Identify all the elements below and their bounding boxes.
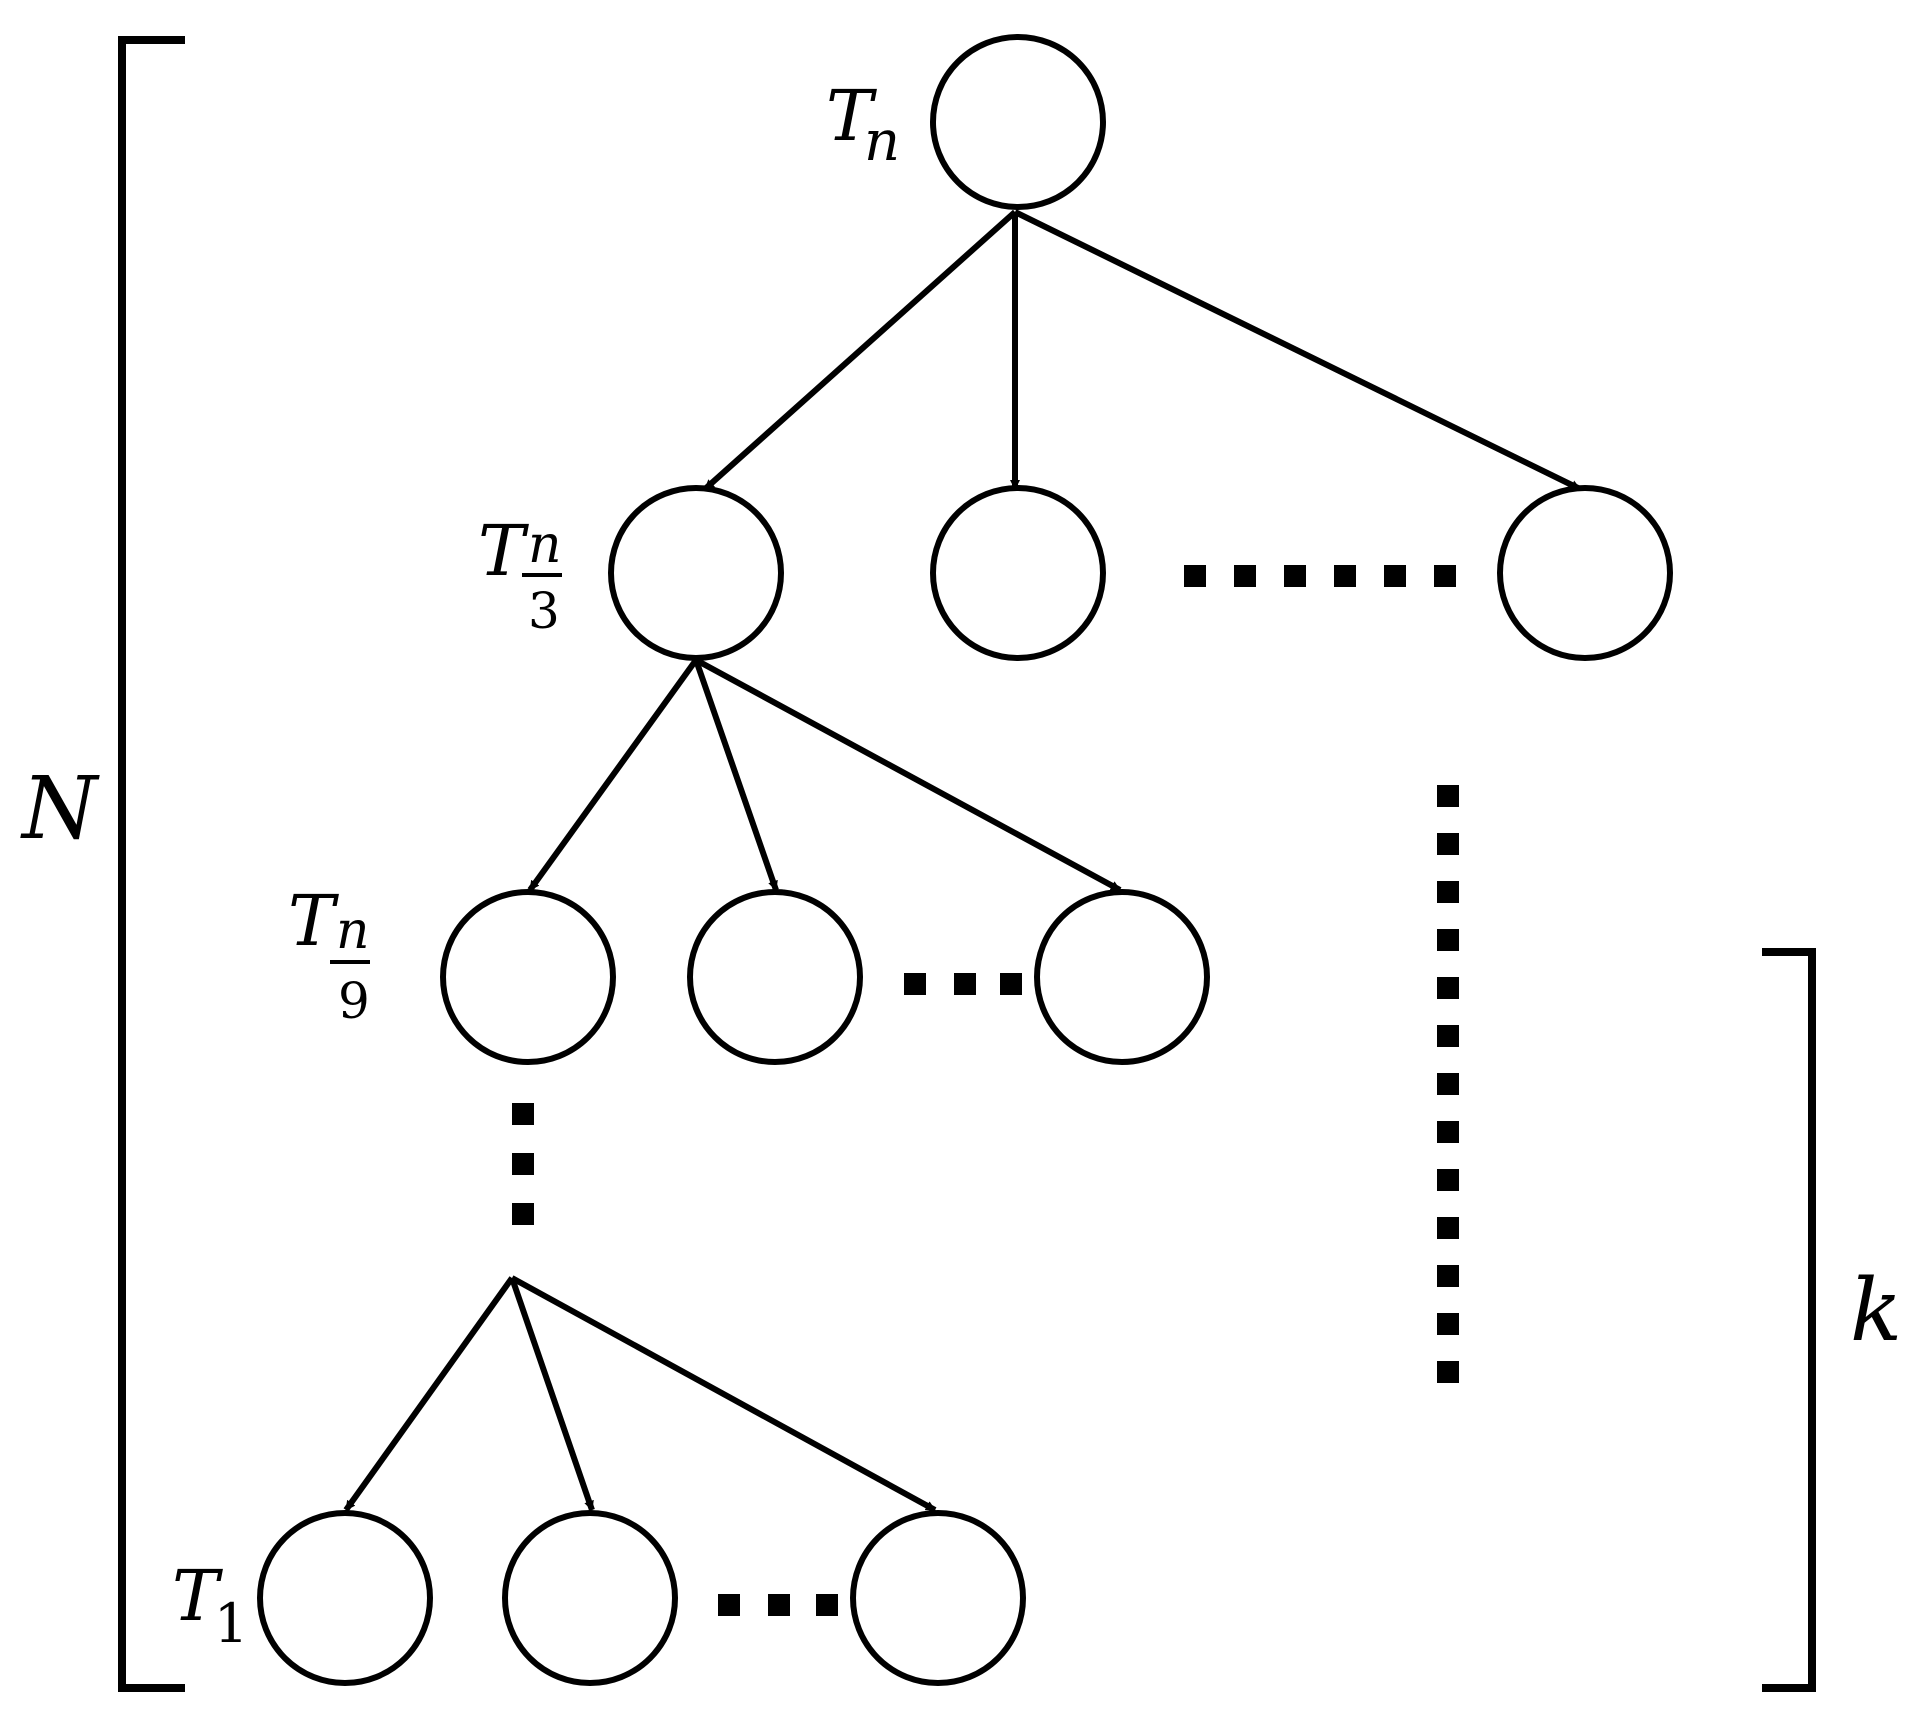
edge-p-to-leaf-b [509, 1277, 595, 1511]
node-level1-c [1497, 485, 1673, 661]
svg-text:T: T [826, 75, 877, 157]
edge-l1a-to-l2a [527, 658, 699, 892]
right-bracket [1762, 948, 1816, 1692]
edge-l1a-to-l2c [694, 657, 1122, 893]
node-leaf-c [850, 1510, 1026, 1686]
label-root: T n [826, 75, 900, 174]
node-level2-a [440, 889, 616, 1065]
edge-root-to-l1c [1013, 209, 1582, 492]
svg-text:n: n [528, 515, 562, 575]
right-bracket-label: k [1850, 1261, 1902, 1361]
edge-root-to-l1a [703, 209, 1017, 492]
edge-p-to-leaf-a [343, 1276, 515, 1512]
svg-text:n: n [864, 109, 900, 174]
node-level2-b [687, 889, 863, 1065]
node-level1-a [608, 485, 784, 661]
ellipsis-level2 [904, 973, 1022, 995]
edges-level1 [527, 657, 1122, 893]
ellipsis-vertical-right [1437, 785, 1459, 1383]
left-bracket-label: N [20, 759, 100, 859]
label-level2: T n 9 [288, 880, 370, 1030]
svg-text:n: n [336, 901, 370, 961]
node-leaf-b [502, 1510, 678, 1686]
svg-text:1: 1 [214, 1592, 248, 1655]
ellipsis-level1 [1184, 565, 1456, 587]
node-level1-b [930, 485, 1106, 661]
svg-text:3: 3 [528, 582, 560, 640]
node-leaf-a [257, 1510, 433, 1686]
edges-root [703, 209, 1582, 492]
ellipsis-leaves [718, 1594, 838, 1616]
left-bracket [118, 36, 185, 1692]
svg-text:T: T [172, 1555, 223, 1637]
edge-l1a-to-l2b [693, 659, 779, 891]
label-leaf: T 1 [172, 1555, 248, 1655]
edge-p-to-leaf-c [510, 1275, 937, 1513]
edges-leaf-parent [343, 1275, 937, 1513]
svg-text:T: T [288, 880, 339, 962]
label-level1: T n 3 [478, 510, 562, 640]
node-root [930, 34, 1106, 210]
ellipsis-vertical-left [512, 1103, 534, 1225]
node-level2-c [1034, 889, 1210, 1065]
svg-text:T: T [478, 510, 529, 592]
svg-text:9: 9 [338, 972, 370, 1030]
